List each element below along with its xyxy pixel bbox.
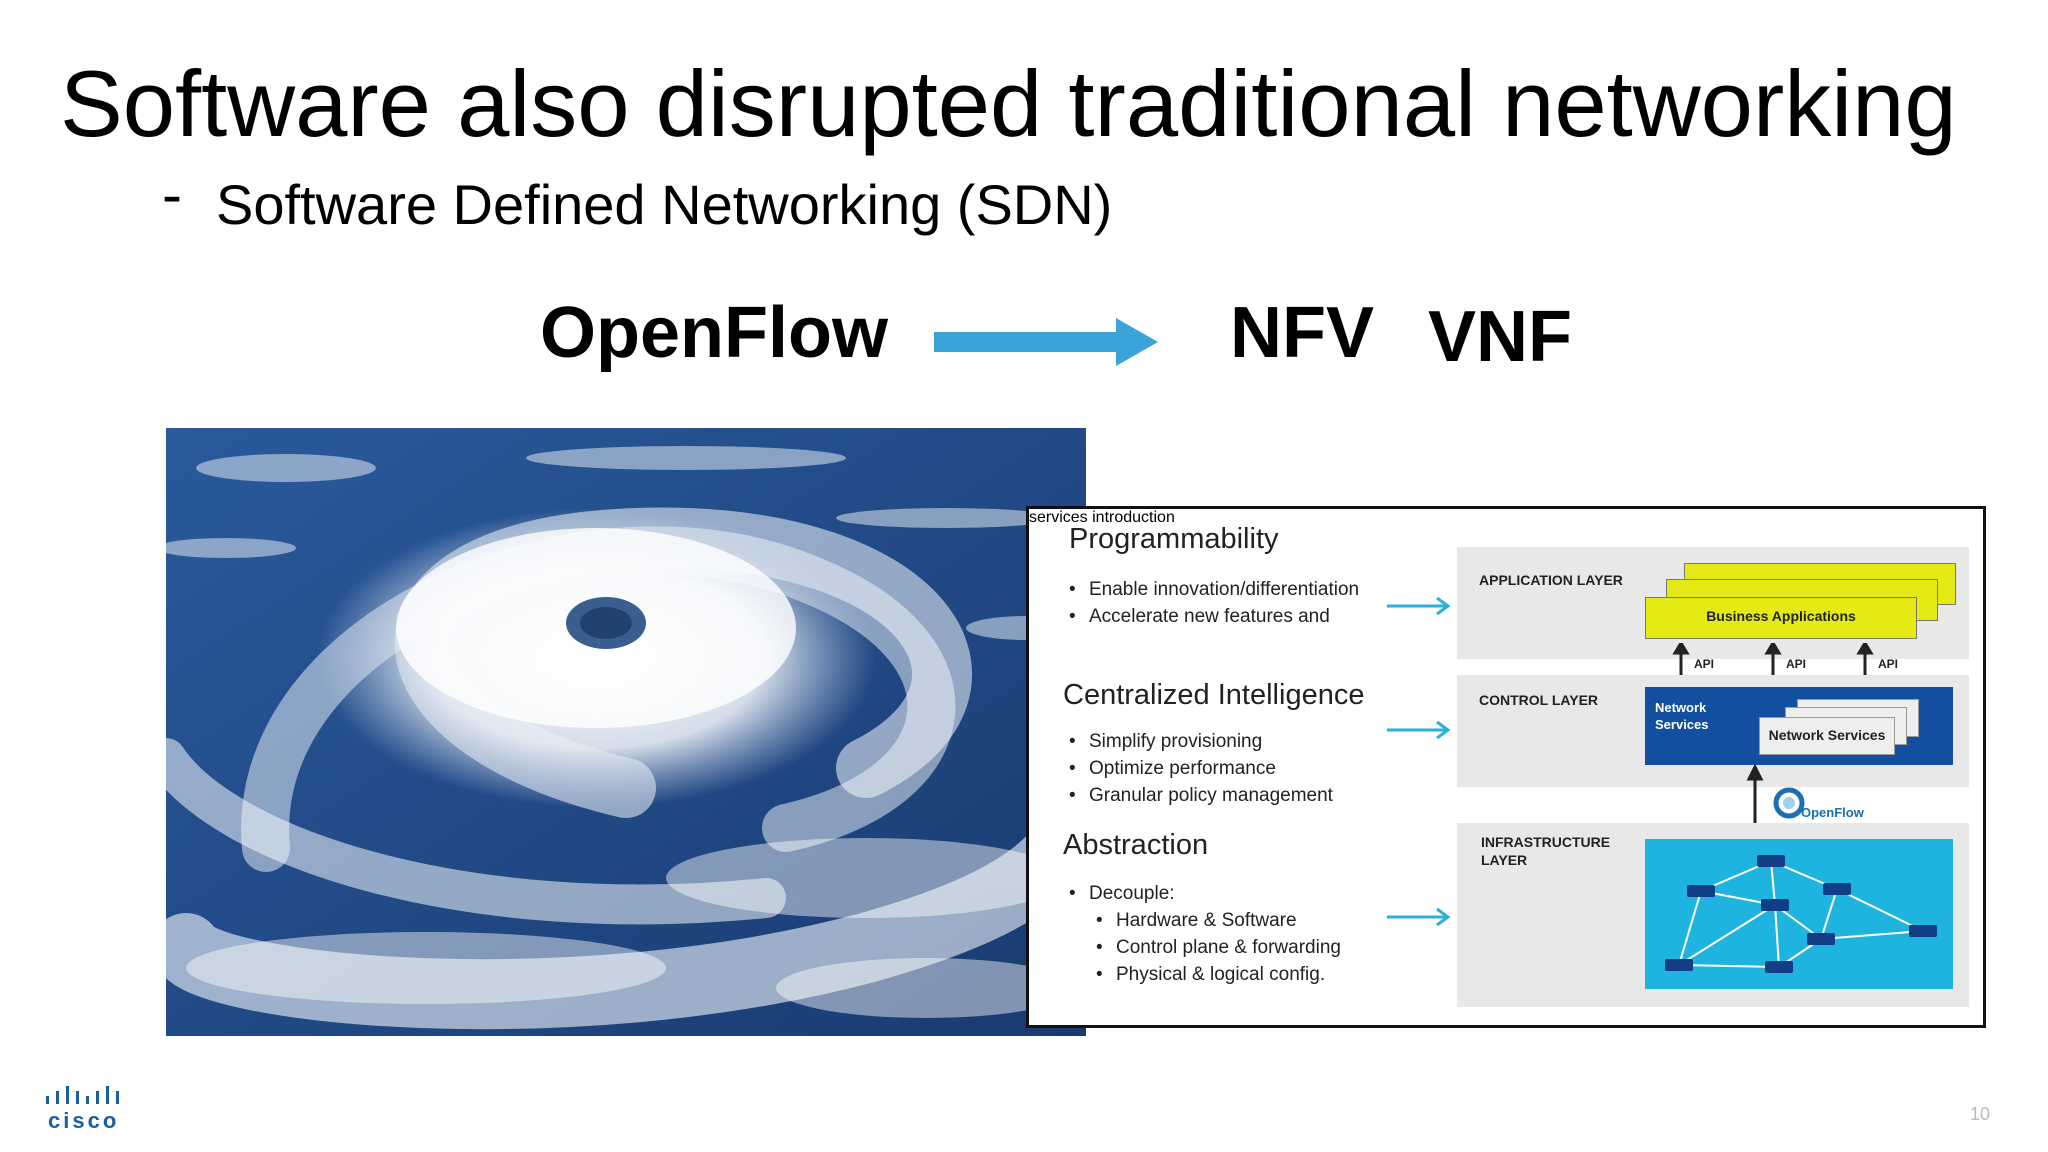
bullet-continuation: services introduction — [1029, 509, 1175, 526]
bullet-item: Granular policy management — [1069, 785, 1333, 807]
business-applications-card: Business Applications — [1645, 597, 1917, 639]
bullet-item: Physical & logical config. — [1096, 964, 1325, 986]
openflow-label: OpenFlow — [1801, 805, 1864, 820]
right-arrow-icon — [1387, 720, 1451, 740]
bullet-item: Enable innovation/differentiation — [1069, 579, 1359, 601]
cisco-logo-text: cisco — [48, 1108, 120, 1133]
subtitle-dash: - — [162, 161, 182, 228]
network-services-stack-label: Network Services — [1655, 700, 1709, 732]
cisco-bars-icon — [46, 1086, 119, 1104]
section-heading-abstraction: Abstraction — [1063, 829, 1209, 861]
hurricane-satellite-image — [166, 428, 1086, 1036]
infrastructure-panel — [1645, 839, 1953, 989]
network-topology — [1665, 855, 1937, 973]
bullet-item: Simplify provisioning — [1069, 731, 1262, 753]
application-layer-label: APPLICATION LAYER — [1479, 572, 1623, 588]
bullet-item: Optimize performance — [1069, 758, 1276, 780]
bullet-item: Control plane & forwarding — [1096, 937, 1341, 959]
page-number: 10 — [1970, 1104, 1991, 1124]
subtitle-text: Software Defined Networking (SDN) — [216, 173, 1113, 236]
control-layer-label: CONTROL LAYER — [1479, 692, 1599, 708]
section-heading-programmability: Programmability — [1069, 523, 1279, 555]
right-arrow-icon — [1387, 596, 1451, 616]
keyword-nfv: NFV — [1230, 293, 1374, 373]
bullet-item: Decouple: — [1069, 883, 1174, 905]
sdn-architecture-diagram: Programmability Enable innovation/differ… — [1026, 506, 1986, 1028]
keyword-vnf: VNF — [1428, 297, 1572, 377]
right-arrow-icon — [934, 318, 1158, 366]
infrastructure-layer-label: INFRASTRUCTURE LAYER — [1481, 834, 1611, 868]
bullet-item: Hardware & Software — [1096, 910, 1297, 932]
business-applications-label: Business Applications — [1706, 608, 1856, 624]
right-arrow-icon — [1387, 907, 1451, 927]
api-label: API — [1786, 657, 1807, 671]
keyword-openflow: OpenFlow — [540, 293, 888, 373]
api-label: API — [1878, 657, 1899, 671]
bullet-item: Accelerate new features and — [1069, 606, 1330, 628]
network-services-card: Network Services — [1759, 717, 1895, 755]
slide-title: Software also disrupted traditional netw… — [60, 51, 1957, 156]
api-label: API — [1694, 657, 1715, 671]
switch-icon — [1665, 855, 1937, 973]
network-services-label: Network Services — [1768, 727, 1886, 743]
section-heading-centralized-intelligence: Centralized Intelligence — [1063, 679, 1365, 711]
